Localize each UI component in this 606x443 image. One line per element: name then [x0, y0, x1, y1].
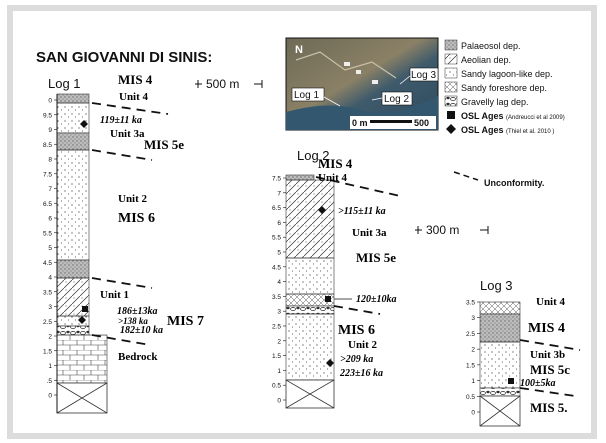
axis-tick-label: 2 — [277, 338, 281, 345]
log2-age-2: 120±10ka — [356, 294, 397, 305]
axis-tick-label: 6 — [48, 216, 52, 223]
svg-text:500 m: 500 m — [206, 77, 239, 91]
map-label-log1: Log 1 — [294, 90, 319, 101]
map-scale-end: 500 — [414, 118, 429, 128]
axis-tick-label: 5 — [48, 245, 52, 252]
log2-mis6: MIS 6 — [338, 323, 375, 338]
axis-tick-label: 0 — [48, 393, 52, 400]
log2-age-3: >209 ka — [340, 354, 373, 365]
log1-unit1: Unit 1 — [100, 289, 129, 301]
log1-mis4: MIS 4 — [118, 72, 153, 87]
osl-square-icon — [447, 111, 455, 119]
log2-mis5e: MIS 5e — [356, 250, 396, 265]
log3-age-1: 100±5ka — [520, 378, 556, 389]
axis-tick-label: 3.5 — [466, 300, 475, 307]
log2-unit2: Unit 2 — [348, 339, 378, 351]
axis-tick-label: 2.5 — [272, 324, 281, 331]
log1-unit2: Unit 2 — [118, 193, 148, 205]
axis-tick-label: 0.5 — [272, 383, 281, 390]
log1-mis6: MIS 6 — [118, 211, 155, 226]
osl-square-marker — [82, 306, 88, 312]
axis-tick-label: 3 — [277, 309, 281, 316]
axis-tick-label: 9 — [48, 127, 52, 134]
location-map: N Log 1 Log 2 Log 3 0 m 500 — [286, 38, 438, 130]
log3-mis5c: MIS 5c — [530, 362, 570, 377]
log1-unit4: Unit 4 — [119, 91, 149, 103]
log2-unit3a: Unit 3a — [352, 227, 387, 239]
axis-tick-label: 6.5 — [272, 205, 281, 212]
legend-lagoon: Sandy lagoon-like dep. — [461, 69, 553, 79]
log1-age-4: 182±10 ka — [120, 325, 163, 336]
axis-tick-label: 3.5 — [272, 294, 281, 301]
axis-tick-label: 7 — [277, 190, 281, 197]
log3-title: Log 3 — [480, 278, 513, 293]
axis-tick-label: 3 — [48, 304, 52, 311]
log3-mis5x: MIS 5. — [530, 400, 568, 415]
axis-tick-label: 0.5 — [466, 394, 475, 401]
axis-tick-label: 2.5 — [466, 331, 475, 338]
osl-square-marker — [325, 296, 331, 302]
osl-square-marker — [508, 378, 514, 384]
axis-tick-label: 8.5 — [43, 142, 52, 149]
log2-age-4: 223±16 ka — [339, 368, 383, 379]
axis-tick-label: 3 — [471, 315, 475, 322]
axis-tick-label: 7 — [48, 186, 52, 193]
log1-title: Log 1 — [48, 76, 81, 91]
log1-unit3a: Unit 3a — [110, 128, 145, 140]
log1-age-1: 119±11 ka — [100, 115, 142, 126]
axis-tick-label: 9.5 — [43, 112, 52, 119]
axis-tick-label: 4 — [48, 275, 52, 282]
axis-tick-label: 6.5 — [43, 201, 52, 208]
map-north: N — [295, 44, 303, 56]
figure-title: SAN GIOVANNI DI SINIS: — [36, 49, 212, 66]
axis-tick-label: 6 — [277, 220, 281, 227]
map-scale-start: 0 m — [352, 118, 368, 128]
axis-tick-label: 0 — [277, 398, 281, 405]
axis-tick-label: 0 — [48, 98, 52, 105]
log1-bedrock: Bedrock — [118, 351, 158, 363]
log3-unit4: Unit 4 — [536, 296, 566, 308]
axis-tick-label: .5 — [47, 378, 53, 385]
axis-tick-label: 5 — [277, 250, 281, 257]
axis-tick-label: 5.5 — [43, 230, 52, 237]
axis-tick-label: 2.5 — [43, 319, 52, 326]
log3-mis4: MIS 4 — [528, 321, 565, 336]
axis-tick-label: 1 — [471, 378, 475, 385]
axis-tick-label: 1 — [277, 368, 281, 375]
axis-tick-label: 5.5 — [272, 235, 281, 242]
map-label-log3: Log 3 — [411, 70, 436, 81]
axis-tick-label: 0 — [471, 410, 475, 417]
legend-unconformity: Unconformity. — [484, 178, 544, 188]
axis-tick-label: 2 — [48, 334, 52, 341]
log2-mis4: MIS 4 — [318, 156, 353, 171]
axis-tick-label: 7.5 — [272, 176, 281, 183]
legend-aeolian: Aeolian dep. — [461, 55, 511, 65]
svg-text:300 m: 300 m — [426, 223, 459, 237]
axis-tick-label: 2 — [471, 347, 475, 354]
legend-foreshore: Sandy foreshore dep. — [461, 83, 547, 93]
axis-tick-label: 1 — [48, 363, 52, 370]
axis-tick-label: 3.5 — [43, 289, 52, 296]
log2-unit4: Unit 4 — [318, 172, 348, 184]
axis-tick-label: 8 — [48, 157, 52, 164]
axis-tick-label: 4.5 — [43, 260, 52, 267]
log2-age-1: >115±11 ka — [338, 206, 386, 217]
legend-palaeosol: Palaeosol dep. — [461, 41, 521, 51]
map-label-log2: Log 2 — [384, 94, 409, 105]
axis-tick-label: 1.5 — [43, 348, 52, 355]
axis-tick-label: 4 — [277, 279, 281, 286]
axis-tick-label: 7.5 — [43, 171, 52, 178]
log3-unit3b: Unit 3b — [530, 349, 565, 361]
legend-gravel: Gravelly lag dep. — [461, 97, 529, 107]
axis-tick-label: 4.5 — [272, 264, 281, 271]
log1-mis5e: MIS 5e — [144, 137, 184, 152]
axis-tick-label: 1.5 — [466, 362, 475, 369]
log1-mis7: MIS 7 — [167, 314, 204, 329]
axis-tick-label: 1.5 — [272, 353, 281, 360]
